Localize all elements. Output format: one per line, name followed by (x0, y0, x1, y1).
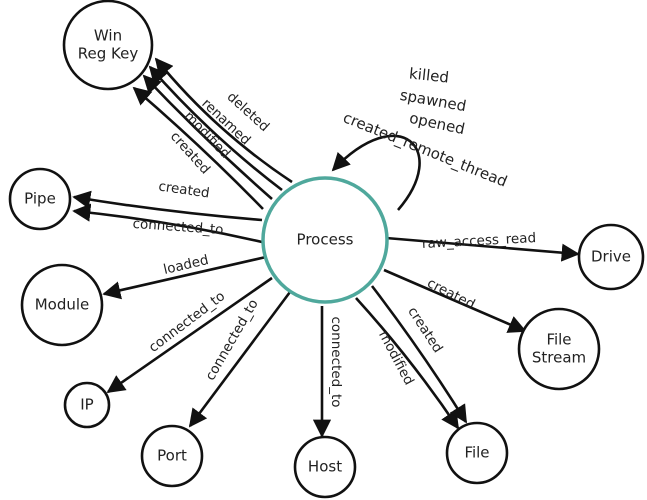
edge-label: raw_access_read (422, 230, 537, 252)
edge-winreg-deleted (154, 57, 293, 184)
node-label-port: Port (157, 447, 187, 465)
node-pipe[interactable] (8, 167, 72, 231)
node-host[interactable] (293, 435, 357, 499)
edge-label: created (157, 178, 210, 201)
edge-label: created (424, 275, 477, 313)
node-module[interactable] (20, 263, 104, 347)
node-ip[interactable] (63, 381, 111, 429)
edge-module-loaded (102, 255, 267, 300)
node-winreg[interactable] (62, 0, 154, 91)
node-label-filestream: File (546, 331, 571, 349)
node-port[interactable] (140, 424, 204, 488)
self-loop-label: killed (408, 64, 450, 86)
edge-label: created (404, 304, 445, 356)
edge-port-connected_to (188, 291, 292, 428)
edge-filestream-created (383, 268, 527, 333)
edge-drive-raw_access_read (385, 236, 580, 262)
edge-pipe-created (72, 190, 263, 222)
edge-pipe-connected_to (72, 203, 263, 244)
node-label-winreg: Win (94, 27, 122, 45)
edge-winreg-renamed (148, 65, 283, 192)
edge-file-created (370, 285, 468, 424)
edge-process-self-loop (331, 134, 421, 211)
node-label-host: Host (308, 458, 342, 476)
node-label-ip: IP (80, 396, 93, 414)
edge-winreg-created (132, 86, 264, 210)
node-process[interactable] (261, 176, 389, 304)
node-drive[interactable] (577, 223, 645, 291)
edge-label: connected_to (132, 216, 224, 238)
self-loop-label: spawned (399, 86, 468, 115)
node-file[interactable] (445, 421, 509, 485)
node-label-winreg: Reg Key (78, 45, 139, 63)
edge-winreg-modified (142, 74, 273, 200)
node-label-pipe: Pipe (24, 190, 56, 208)
edge-ip-connected_to (106, 276, 273, 394)
node-label-file: File (464, 444, 489, 462)
node-label-module: Module (35, 296, 90, 314)
edge-label: connected_to (146, 288, 228, 356)
edge-label: connected_to (328, 317, 344, 408)
node-label-drive: Drive (591, 248, 631, 266)
node-label-filestream: Stream (532, 349, 586, 367)
node-filestream[interactable] (517, 307, 601, 391)
edge-file-modified (355, 297, 460, 430)
node-label-process: Process (297, 231, 354, 249)
